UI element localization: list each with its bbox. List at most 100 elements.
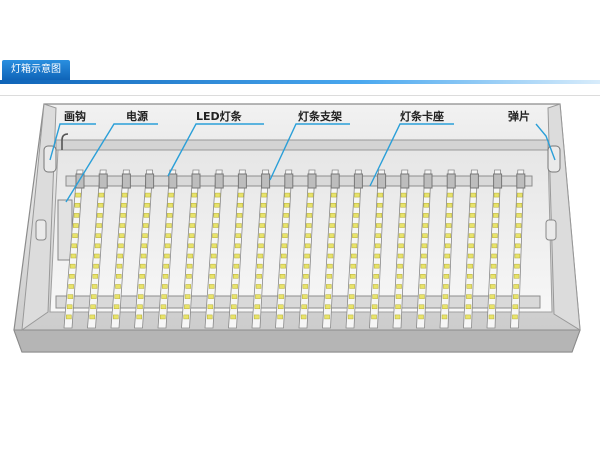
- led-strip-group: [63, 169, 526, 329]
- led-chip: [255, 294, 261, 299]
- led-chip: [470, 202, 476, 208]
- led-chip: [66, 304, 73, 310]
- led-chip: [371, 304, 378, 310]
- led-chip: [280, 263, 286, 269]
- led-chip: [398, 243, 404, 249]
- led-chip: [184, 294, 191, 299]
- top-rail: [55, 139, 549, 151]
- led-chip: [114, 294, 121, 299]
- led-chip: [142, 233, 148, 238]
- led-chip: [349, 274, 356, 279]
- led-chip: [396, 274, 403, 279]
- led-chip: [115, 274, 122, 279]
- led-chip: [330, 202, 337, 208]
- led-chip: [73, 213, 80, 218]
- led-chip: [325, 294, 331, 299]
- led-chip: [329, 223, 335, 228]
- led-chip: [167, 202, 174, 208]
- led-chip: [306, 213, 313, 218]
- led-chip: [493, 202, 499, 208]
- led-chip: [372, 294, 378, 299]
- led-chip: [328, 243, 334, 249]
- led-chip: [441, 314, 448, 320]
- led-chip: [232, 274, 239, 279]
- led-chip: [514, 263, 520, 269]
- led-chip: [400, 192, 407, 198]
- led-chip: [468, 233, 475, 238]
- led-chip: [492, 213, 499, 218]
- led-chip: [400, 202, 406, 208]
- led-chip: [235, 233, 242, 238]
- led-chip: [422, 233, 428, 238]
- led-chip: [303, 263, 310, 269]
- strip-holder: [353, 173, 363, 189]
- strip-holder: [284, 173, 294, 189]
- leader-strip-holder: [369, 123, 454, 187]
- led-chip: [421, 243, 428, 249]
- led-chip: [91, 294, 97, 299]
- led-chip: [447, 192, 453, 198]
- led-chip: [352, 233, 358, 238]
- led-chip: [163, 263, 169, 269]
- led-chip: [253, 314, 260, 320]
- led-chip: [93, 263, 99, 269]
- led-chip: [398, 233, 405, 238]
- led-chip: [66, 314, 72, 320]
- led-chip: [395, 294, 402, 299]
- led-chip: [281, 243, 288, 249]
- led-chip: [120, 213, 126, 218]
- led-chip: [69, 274, 75, 279]
- leader-power: [65, 123, 158, 203]
- led-chip: [302, 284, 309, 289]
- led-chip: [118, 233, 125, 238]
- led-chip: [75, 192, 81, 198]
- strip-holder: [330, 173, 340, 189]
- led-chip: [492, 233, 498, 238]
- led-chip: [444, 253, 451, 259]
- strip-holder: [400, 173, 410, 189]
- led-chip: [164, 243, 171, 249]
- led-chip: [97, 202, 104, 208]
- leader-led-strip: [167, 123, 264, 177]
- led-chip: [90, 304, 96, 310]
- spring-clip-right-lower: [545, 219, 557, 241]
- led-chip: [145, 192, 151, 198]
- led-chip: [160, 304, 167, 310]
- led-chip: [236, 213, 243, 218]
- led-chip: [212, 233, 218, 238]
- led-chip: [74, 202, 81, 208]
- led-chip: [442, 294, 449, 299]
- section-title: 灯箱示意图: [2, 60, 70, 80]
- led-chip: [113, 304, 120, 310]
- led-chip: [255, 284, 262, 289]
- led-chip: [168, 192, 174, 198]
- led-chip: [468, 243, 474, 249]
- led-chip: [279, 274, 286, 279]
- led-chip: [208, 294, 214, 299]
- led-chip: [348, 304, 354, 310]
- strip-holder: [121, 173, 131, 189]
- led-chip: [207, 304, 214, 310]
- led-chip: [466, 284, 473, 289]
- led-chip: [303, 274, 309, 279]
- led-chip: [282, 233, 288, 238]
- led-chip: [94, 243, 101, 249]
- led-chip: [186, 274, 192, 279]
- led-chip: [116, 263, 123, 269]
- led-chip: [231, 304, 237, 310]
- led-chip: [421, 253, 427, 259]
- led-chip: [231, 294, 238, 299]
- led-chip: [512, 314, 518, 320]
- power-supply: [57, 199, 73, 261]
- led-chip: [491, 243, 498, 249]
- led-chip: [282, 223, 289, 228]
- led-chip: [210, 253, 217, 259]
- led-chip: [443, 284, 449, 289]
- led-chip: [490, 274, 496, 279]
- led-chip: [214, 202, 220, 208]
- led-chip: [189, 223, 196, 228]
- led-chip: [256, 274, 262, 279]
- led-chip: [515, 243, 521, 249]
- strip-holder: [493, 173, 503, 189]
- led-chip: [423, 213, 429, 218]
